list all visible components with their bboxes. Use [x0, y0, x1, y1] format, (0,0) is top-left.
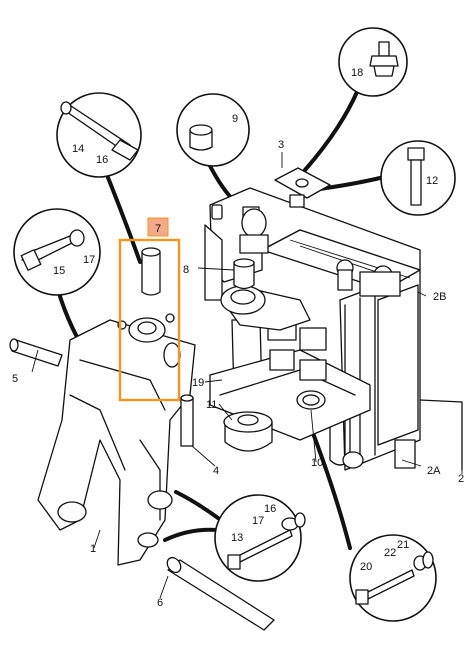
- callout-10: 10: [311, 457, 323, 469]
- pin-6: [166, 556, 275, 631]
- leader-13a: [174, 490, 220, 520]
- bubble-13: [214, 494, 306, 582]
- bubble-13-label-13: 13: [231, 532, 243, 544]
- bubble-20-label-21: 21: [397, 539, 409, 551]
- bushing-10: [296, 390, 326, 410]
- left-bracket: [37, 313, 196, 566]
- highlight-box: [118, 238, 181, 402]
- callout-8: 8: [183, 264, 189, 276]
- plate-3: [274, 167, 331, 208]
- callout-3: 3: [278, 139, 284, 151]
- highlight-label: 7: [155, 223, 161, 235]
- callout-leaders: [31, 152, 463, 599]
- callout-1: 1: [90, 543, 96, 555]
- callout-4: 4: [213, 465, 219, 477]
- callout-5: 5: [12, 373, 18, 385]
- leader-18: [303, 90, 359, 172]
- bubble-18: [338, 27, 408, 97]
- bubble-13-label-16: 16: [264, 503, 276, 515]
- bubble-15-sub-label: 17: [83, 254, 95, 266]
- bubble-14: [56, 92, 142, 178]
- bubble-20: [349, 534, 437, 622]
- bubble-12-label: 12: [426, 175, 438, 187]
- callout-2b: 2B: [433, 291, 446, 303]
- bubble-15-label: 15: [53, 265, 65, 277]
- bubble-13-label-17: 17: [252, 515, 264, 527]
- bubble-9-label: 9: [232, 113, 238, 125]
- callout-2a: 2A: [427, 465, 441, 477]
- bubble-18-label: 18: [351, 67, 363, 79]
- leader-14: [103, 168, 142, 264]
- bracket-2: [419, 399, 463, 471]
- bubble-14-sub-label: 16: [96, 154, 108, 166]
- callout-11: 11: [206, 399, 217, 411]
- callout-labels: 1 2 2A 2B 3 4 5 6 8 10 11 19: [12, 139, 464, 609]
- pin-4: [180, 394, 194, 447]
- bubble-12: [380, 140, 456, 216]
- leader-13b: [163, 527, 220, 542]
- bubble-20-label-22: 22: [384, 547, 396, 559]
- callout-19: 19: [192, 377, 204, 389]
- bubble-14-label: 14: [72, 143, 84, 155]
- callout-2: 2: [458, 473, 464, 485]
- highlight-tag: [147, 217, 169, 237]
- bubble-labels: 18 9 14 16 12 15 17 16 17 13 21 22 20: [53, 67, 438, 573]
- pin-7: [141, 247, 161, 296]
- bubble-20-label-20: 20: [360, 561, 372, 573]
- pivot-arm: [220, 258, 311, 331]
- bubble-9: [176, 93, 250, 167]
- roller-11: [223, 411, 273, 452]
- bubble-15: [13, 208, 101, 296]
- pin-5: [9, 338, 63, 367]
- callout-6: 6: [157, 597, 163, 609]
